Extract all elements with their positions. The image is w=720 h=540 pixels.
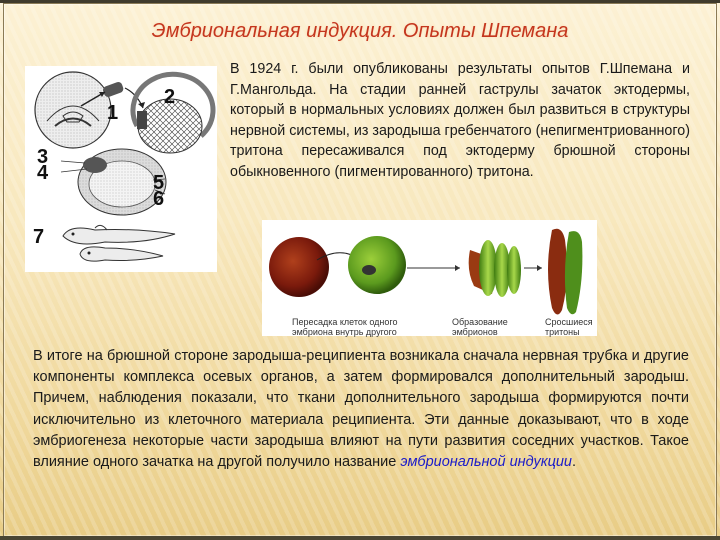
diagram-label-2: 2 (164, 86, 176, 108)
diagram-label-4: 4 (37, 162, 49, 184)
diagram-label-1: 1 (107, 102, 119, 124)
spemann-diagram: 1 2 3 4 5 6 7 (25, 66, 217, 272)
slide-title: Эмбриональная индукция. Опыты Шпемана (151, 20, 569, 42)
caption-fused-newts: Сросшиеся тритоны (545, 317, 593, 337)
intro-paragraph: В 1924 г. были опубликованы результаты о… (230, 61, 690, 180)
diagram-label-7: 7 (33, 226, 45, 248)
newt-embryo-stages-illustration (269, 228, 583, 315)
embryo-transplant-drawing (34, 71, 216, 262)
caption-embryo-formation: Образование эмбрионов (452, 317, 508, 337)
conclusion-paragraph: В итоге на брюшной стороне зародыша-реци… (33, 346, 689, 473)
embryonic-induction-term: эмбриональной индукции (400, 454, 572, 471)
slide-bottom-border (0, 536, 720, 540)
caption-transplant: Пересадка клеток одного эмбриона внутрь … (292, 317, 398, 337)
conclusion-period: . (572, 454, 577, 471)
slide-top-border (0, 0, 720, 3)
diagram-label-5: 5 (153, 172, 165, 194)
transplant-photo: Пересадка клеток одного эмбриона внутрь … (262, 220, 597, 337)
diagram-label-6: 6 (153, 188, 165, 210)
diagram-label-3: 3 (37, 146, 49, 168)
conclusion-body: В итоге на брюшной стороне зародыша-реци… (33, 348, 689, 471)
